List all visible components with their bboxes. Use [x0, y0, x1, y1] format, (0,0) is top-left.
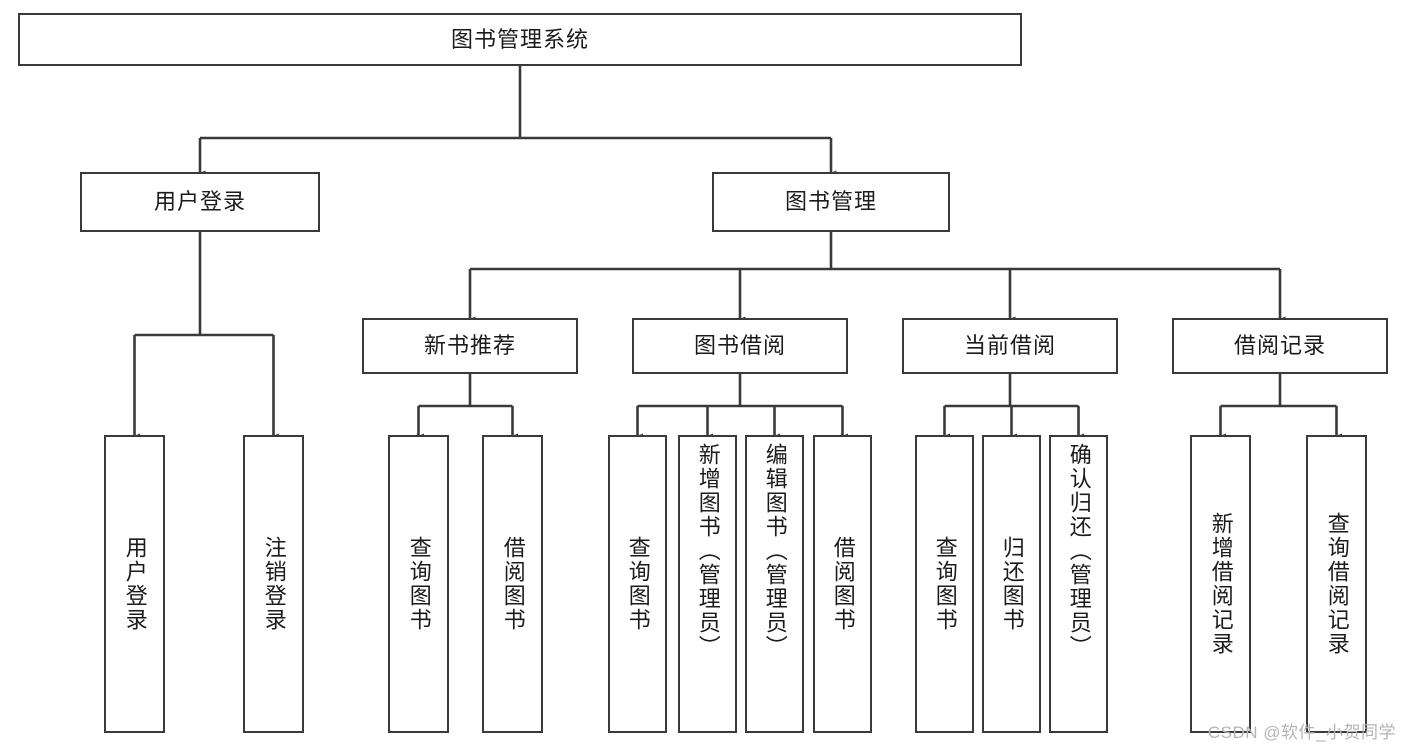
node-label: 借阅图书 — [500, 536, 526, 632]
node-label: 借阅图书 — [830, 536, 856, 632]
node-label: 用户登录 — [122, 536, 148, 632]
watermark-label: CSDN @软件_小贺同学 — [1207, 723, 1396, 742]
node-label: 注销登录 — [261, 536, 287, 632]
node-label: 图书借阅 — [693, 333, 786, 359]
node-leaf-confirm-return[interactable]: 确认归还（管理员） — [1049, 435, 1108, 733]
node-label: 借阅记录 — [1233, 333, 1326, 359]
node-label: 查询图书 — [406, 536, 432, 632]
node-leaf-rec-query-book[interactable]: 查询图书 — [388, 435, 449, 733]
node-leaf-cur-query-book[interactable]: 查询图书 — [915, 435, 974, 733]
node-label: 归还图书 — [999, 536, 1025, 632]
node-leaf-add-book[interactable]: 新增图书（管理员） — [678, 435, 737, 733]
node-label: 图书管理 — [784, 189, 877, 215]
node-leaf-edit-book[interactable]: 编辑图书（管理员） — [745, 435, 804, 733]
node-leaf-logout[interactable]: 注销登录 — [243, 435, 304, 733]
node-label: 新增借阅记录 — [1208, 512, 1234, 656]
node-borrow-record[interactable]: 借阅记录 — [1172, 318, 1388, 374]
node-label: 查询图书 — [932, 536, 958, 632]
node-label: 新增图书（管理员） — [695, 443, 721, 659]
node-root[interactable]: 图书管理系统 — [18, 13, 1022, 66]
node-current-borrow[interactable]: 当前借阅 — [902, 318, 1118, 374]
node-label: 新书推荐 — [423, 333, 516, 359]
node-label: 确认归还（管理员） — [1066, 443, 1092, 659]
node-leaf-borrow-book[interactable]: 借阅图书 — [813, 435, 872, 733]
node-leaf-user-login[interactable]: 用户登录 — [104, 435, 165, 733]
node-label: 编辑图书（管理员） — [762, 443, 788, 659]
node-book-manage[interactable]: 图书管理 — [712, 172, 950, 232]
node-label: 用户登录 — [153, 189, 246, 215]
node-leaf-rec-borrow-book[interactable]: 借阅图书 — [482, 435, 543, 733]
node-leaf-query-record[interactable]: 查询借阅记录 — [1306, 435, 1367, 733]
node-label: 查询借阅记录 — [1324, 512, 1350, 656]
node-label: 当前借阅 — [963, 333, 1056, 359]
node-book-borrow[interactable]: 图书借阅 — [632, 318, 848, 374]
node-leaf-borrow-query-book[interactable]: 查询图书 — [608, 435, 667, 733]
node-label: 图书管理系统 — [450, 26, 589, 52]
node-user-login[interactable]: 用户登录 — [80, 172, 320, 232]
node-leaf-return-book[interactable]: 归还图书 — [982, 435, 1041, 733]
node-leaf-add-record[interactable]: 新增借阅记录 — [1190, 435, 1251, 733]
node-label: 查询图书 — [625, 536, 651, 632]
node-new-book-rec[interactable]: 新书推荐 — [362, 318, 578, 374]
